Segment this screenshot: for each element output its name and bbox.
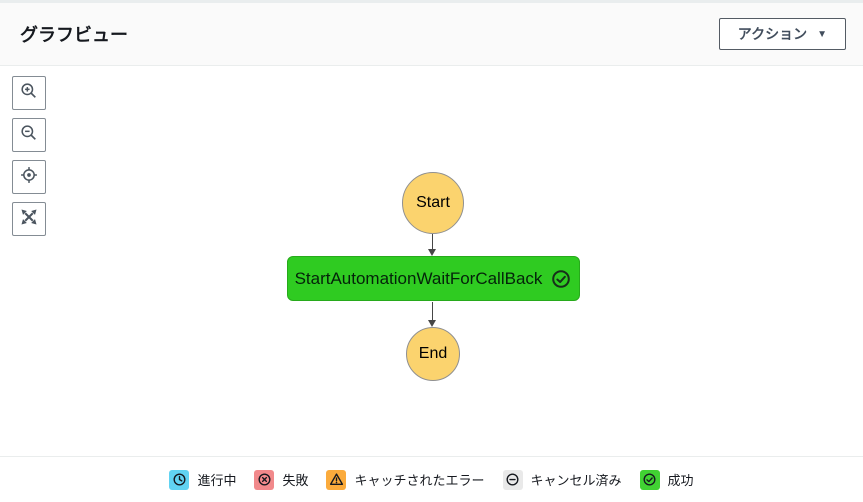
expand-arrows-icon bbox=[19, 207, 39, 232]
legend-item-label: 進行中 bbox=[197, 473, 237, 488]
edge-task-to-end bbox=[432, 302, 433, 321]
legend-item-label: 成功 bbox=[667, 473, 694, 488]
zoom-out-button[interactable] bbox=[12, 118, 46, 152]
edge-start-to-task-arrowhead bbox=[428, 249, 436, 256]
legend-item-label: 失敗 bbox=[282, 473, 309, 488]
panel-header: グラフビュー アクション ▼ bbox=[0, 0, 863, 66]
start-node: Start bbox=[402, 172, 464, 234]
task-success-check-icon bbox=[550, 268, 572, 290]
start-node-label: Start bbox=[416, 194, 450, 211]
end-node: End bbox=[406, 327, 460, 381]
zoom-in-button[interactable] bbox=[12, 76, 46, 110]
task-node-startautomationwaitforcallback[interactable]: StartAutomationWaitForCallBack bbox=[287, 256, 580, 301]
legend-item: 失敗 bbox=[254, 469, 309, 490]
page-title: グラフビュー bbox=[20, 25, 128, 45]
zoom-in-icon bbox=[19, 81, 39, 106]
crosshair-icon bbox=[19, 165, 39, 190]
legend-item: 進行中 bbox=[169, 469, 237, 490]
status-legend: 進行中 失敗 キャッチされたエラー キャンセル済み bbox=[0, 456, 863, 502]
center-graph-button[interactable] bbox=[12, 160, 46, 194]
legend-item-label: キャッチされたエラー bbox=[354, 473, 485, 488]
edge-task-to-end-arrowhead bbox=[428, 320, 436, 327]
actions-dropdown-button[interactable]: アクション ▼ bbox=[718, 18, 846, 50]
task-node-label: StartAutomationWaitForCallBack bbox=[294, 268, 543, 288]
edge-start-to-task bbox=[432, 234, 433, 250]
chevron-down-icon: ▼ bbox=[817, 28, 827, 40]
legend-item: キャンセル済み bbox=[502, 469, 622, 490]
legend-item: キャッチされたエラー bbox=[326, 469, 485, 490]
actions-dropdown-label: アクション bbox=[737, 26, 808, 42]
clock-icon bbox=[169, 469, 190, 490]
fit-to-screen-button[interactable] bbox=[12, 202, 46, 236]
end-node-label: End bbox=[418, 345, 448, 362]
legend-item: 成功 bbox=[639, 469, 694, 490]
x-circle-icon bbox=[254, 469, 275, 490]
legend-item-label: キャンセル済み bbox=[530, 473, 622, 488]
check-circle-icon bbox=[639, 469, 660, 490]
graph-toolbar bbox=[12, 76, 46, 236]
minus-circle-icon bbox=[502, 469, 523, 490]
warning-icon bbox=[326, 469, 347, 490]
zoom-out-icon bbox=[19, 123, 39, 148]
